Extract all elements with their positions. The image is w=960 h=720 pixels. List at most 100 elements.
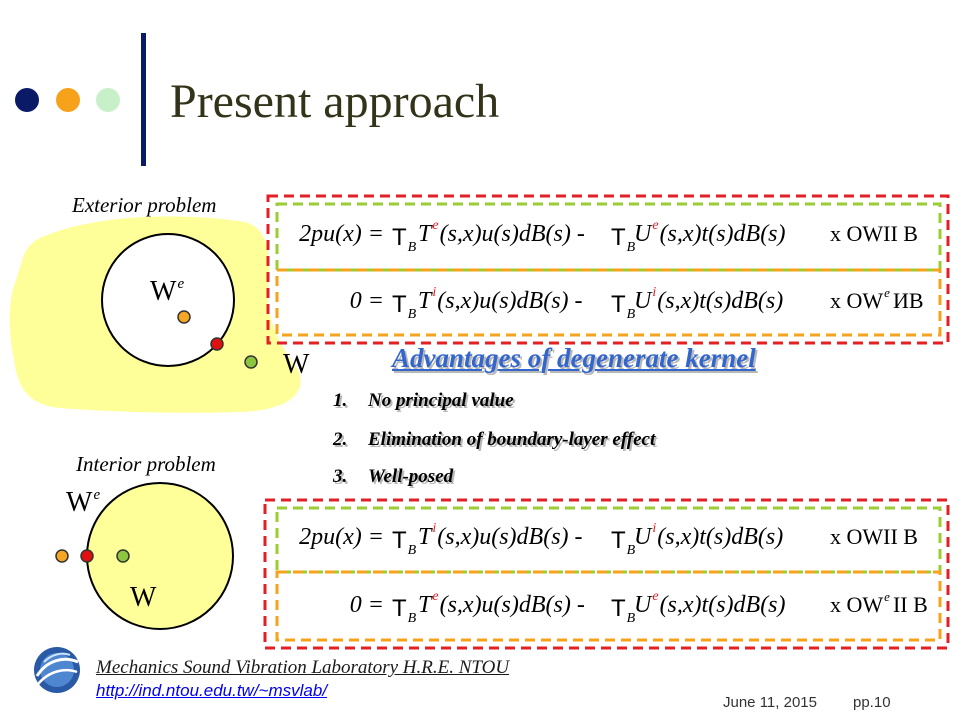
interior-outer-point	[55, 549, 69, 563]
lab-logo-icon	[34, 647, 80, 693]
kernel-arguments: (s,x)u(s)dB(s) -	[437, 288, 583, 314]
exterior-equation-null: 0 = TB Ti(s,x)u(s)dB(s) - TB Ui(s,x)t(s)…	[0, 285, 960, 322]
item-text: Well-posed	[368, 466, 454, 487]
interior-boundary-point	[80, 549, 94, 563]
integral-symbol: T	[611, 527, 626, 554]
kernel-superscript: e	[652, 218, 659, 233]
exterior-domain-symbol: W	[283, 350, 309, 380]
advantages-heading: Advantages of degenerate kernel	[392, 343, 756, 373]
integral-sign: TB	[392, 287, 417, 322]
advantage-item: 2. Elimination of boundary-layer effect	[333, 429, 655, 451]
kernel-arguments: (s,x)u(s)dB(s) -	[439, 592, 585, 618]
integral-sign: TB	[392, 591, 417, 626]
kernel-term-2: Ue(s,x)t(s)dB(s)	[634, 218, 786, 252]
integral-subscript: B	[407, 240, 417, 255]
advantage-item: 3. Well-posed	[333, 466, 453, 488]
slide-title: Present approach	[170, 75, 500, 128]
kernel-arguments: (s,x)t(s)dB(s)	[659, 592, 786, 618]
kernel-arguments: (s,x)t(s)dB(s)	[659, 221, 786, 247]
kernel-arguments: (s,x)u(s)dB(s) -	[439, 221, 585, 247]
domain-text-tail: II B	[892, 592, 928, 617]
kernel-symbol: U	[634, 592, 652, 618]
title-divider-bar	[141, 33, 146, 166]
item-number: 2.	[333, 429, 348, 450]
kernel-arguments: (s,x)t(s)dB(s)	[657, 524, 784, 550]
domain-symbol: W	[283, 349, 310, 380]
interior-upper-equation-frame	[275, 506, 942, 574]
equation-lhs: 0 =	[349, 288, 384, 314]
domain-text: x OWII B	[830, 221, 918, 246]
interior-complement-symbol: We	[66, 487, 100, 522]
kernel-arguments: (s,x)u(s)dB(s) -	[437, 524, 583, 550]
navy-bullet-dot	[15, 88, 39, 112]
logo-wave-top	[43, 652, 71, 663]
domain-symbol: W	[150, 276, 177, 307]
integral-subscript: B	[407, 611, 417, 626]
kernel-superscript: i	[652, 285, 657, 300]
domain-superscript: e	[884, 589, 890, 604]
kernel-symbol: T	[418, 288, 432, 314]
logo-wave-lower	[37, 668, 78, 685]
kernel-symbol: U	[634, 288, 652, 314]
kernel-symbol: T	[418, 221, 432, 247]
integral-sign: TB	[392, 523, 417, 558]
integral-sign: TB	[611, 287, 636, 322]
domain-symbol: W	[130, 582, 157, 613]
exterior-cavity-symbol: We	[150, 276, 185, 311]
kernel-term-1: Ti(s,x)u(s)dB(s) -	[418, 285, 583, 319]
kernel-superscript: i	[652, 521, 657, 536]
domain-text: x OWII B	[830, 524, 918, 549]
exterior-inner-point	[177, 310, 191, 324]
kernel-superscript: e	[432, 589, 439, 604]
kernel-superscript: e	[652, 589, 659, 604]
integral-subscript: B	[407, 543, 417, 558]
equation-domain: x OWII B	[830, 220, 922, 251]
integral-subscript: B	[626, 611, 636, 626]
equation-lhs: 0 =	[349, 592, 384, 618]
lab-website-link[interactable]: http://ind.ntou.edu.tw/~msvlab/	[96, 681, 328, 700]
item-number: 3.	[333, 466, 348, 487]
page-number: pp.10	[853, 694, 891, 711]
domain-symbol: W	[66, 487, 93, 518]
integral-symbol: T	[611, 224, 626, 251]
logo-inner-disc	[40, 653, 74, 687]
logo-wave-upper	[35, 657, 79, 677]
domain-superscript: e	[884, 285, 890, 300]
equation-lhs: 2pu(x) =	[299, 221, 384, 247]
integral-sign: TB	[611, 523, 635, 558]
kernel-term-2: Ui(s,x)t(s)dB(s)	[634, 521, 784, 555]
equation-domain: x OWII B	[830, 523, 922, 554]
kernel-superscript: e	[432, 218, 439, 233]
kernel-term-1: Ti(s,x)u(s)dB(s) -	[418, 521, 583, 555]
kernel-symbol: T	[418, 524, 432, 550]
exterior-lower-equation-frame	[275, 268, 942, 337]
kernel-symbol: U	[634, 524, 652, 550]
kernel-term-2: Ui(s,x)t(s)dB(s)	[634, 285, 783, 319]
kernel-term-1: Te(s,x)u(s)dB(s) -	[418, 218, 585, 252]
integral-symbol: T	[392, 527, 407, 554]
kernel-symbol: T	[418, 592, 432, 618]
slide-date: June 11, 2015	[723, 694, 817, 711]
exterior-equation-boundary: 2pu(x) = TB Te(s,x)u(s)dB(s) - TB Ue(s,x…	[0, 218, 960, 255]
integral-symbol: T	[392, 224, 407, 251]
interior-equations-frame	[263, 498, 950, 650]
interior-problem-label: Interior problem	[76, 452, 216, 476]
domain-superscript: e	[177, 276, 185, 292]
item-text: No principal value	[368, 390, 514, 411]
interior-inner-point	[116, 549, 130, 563]
item-text: Elimination of boundary-layer effect	[368, 429, 656, 450]
advantage-item: 1. No principal value	[333, 390, 514, 412]
integral-symbol: T	[392, 291, 407, 318]
integral-sign: TB	[392, 220, 417, 255]
item-number: 1.	[333, 390, 348, 411]
interior-equation-boundary: 2pu(x) = TB Ti(s,x)u(s)dB(s) - TB Ui(s,x…	[0, 521, 960, 558]
interior-lower-equation-frame	[275, 570, 942, 642]
domain-text-tail: ИB	[892, 288, 924, 313]
kernel-symbol: U	[634, 221, 652, 247]
exterior-upper-equation-frame	[275, 202, 942, 272]
integral-subscript: B	[626, 307, 636, 322]
integral-subscript: B	[407, 307, 417, 322]
integral-symbol: T	[611, 595, 626, 622]
